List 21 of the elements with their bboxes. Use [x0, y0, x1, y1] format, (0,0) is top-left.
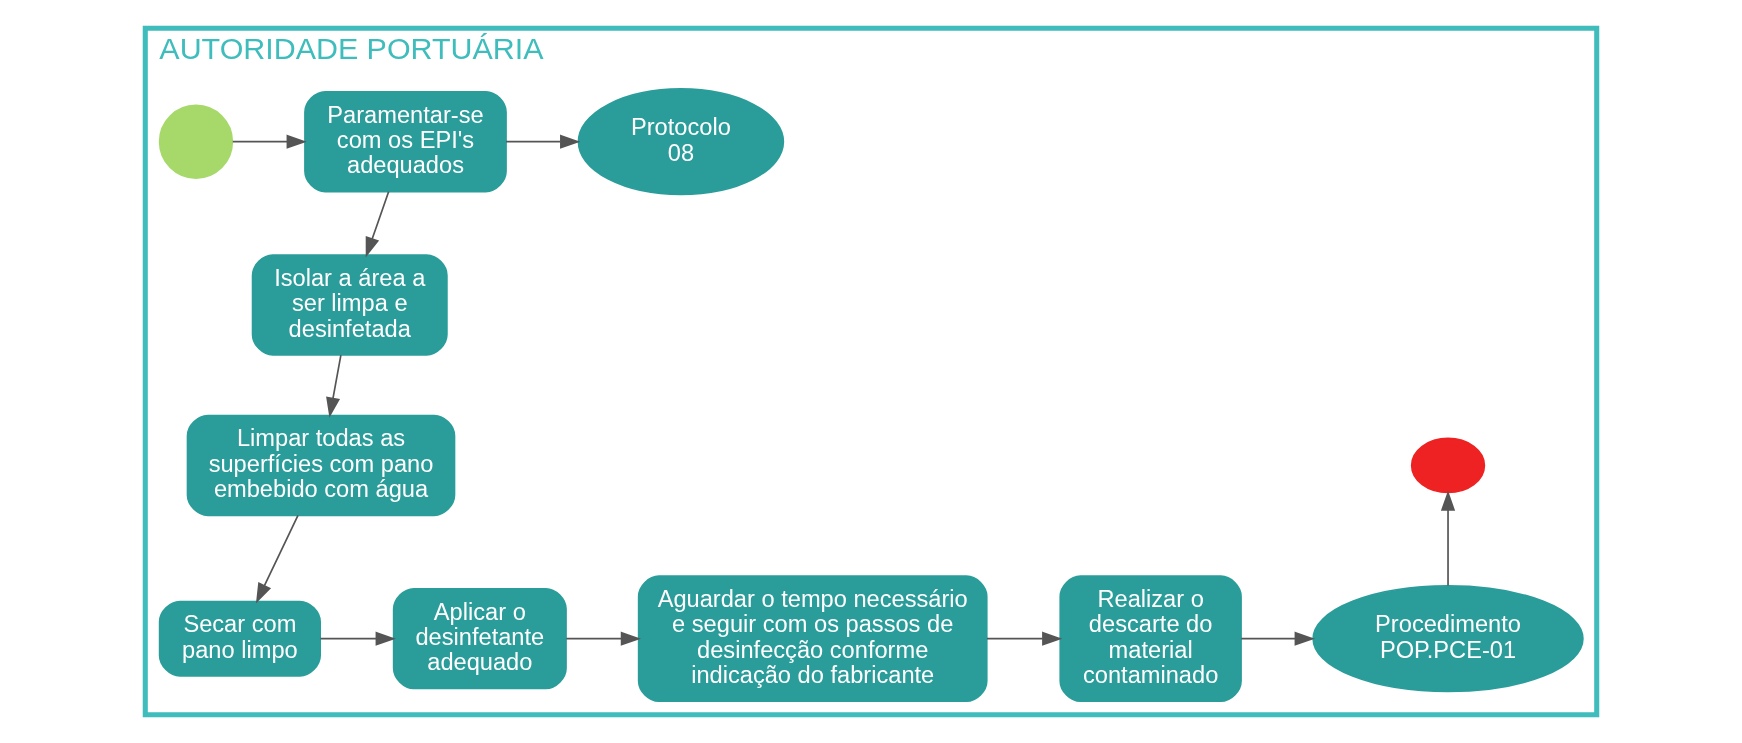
- arrow: [255, 514, 299, 604]
- node-ellipse: Procedimento POP.PCE-01: [1312, 585, 1584, 693]
- arrow: [1240, 631, 1315, 646]
- node-circle: [1410, 437, 1486, 494]
- arrow: [505, 134, 581, 149]
- node-box: Secar com pano limpo: [158, 600, 321, 677]
- arrow: [231, 134, 307, 149]
- node-box: Aguardar o tempo necessário e seguir com os passos de desinfecção conforme indicação do fabricante: [637, 575, 988, 703]
- arrow: [365, 190, 390, 258]
- node-circle: [158, 104, 234, 179]
- node-box: Paramentar-se com os EPI's adequados: [304, 91, 507, 193]
- arrow: [986, 631, 1063, 646]
- arrow: [565, 631, 642, 646]
- node-box: Limpar todas as superfícies com pano embebido com água: [186, 414, 456, 517]
- arrow: [1440, 490, 1456, 587]
- node-box: Isolar a área a ser limpa e desinfetada: [251, 254, 448, 356]
- node-ellipse: Protocolo 08: [577, 88, 785, 196]
- arrow: [319, 631, 396, 646]
- arrow: [326, 354, 342, 418]
- node-box: Realizar o descarte do material contaminado: [1059, 575, 1242, 703]
- node-box: Aplicar o desinfetante adequado: [392, 587, 567, 690]
